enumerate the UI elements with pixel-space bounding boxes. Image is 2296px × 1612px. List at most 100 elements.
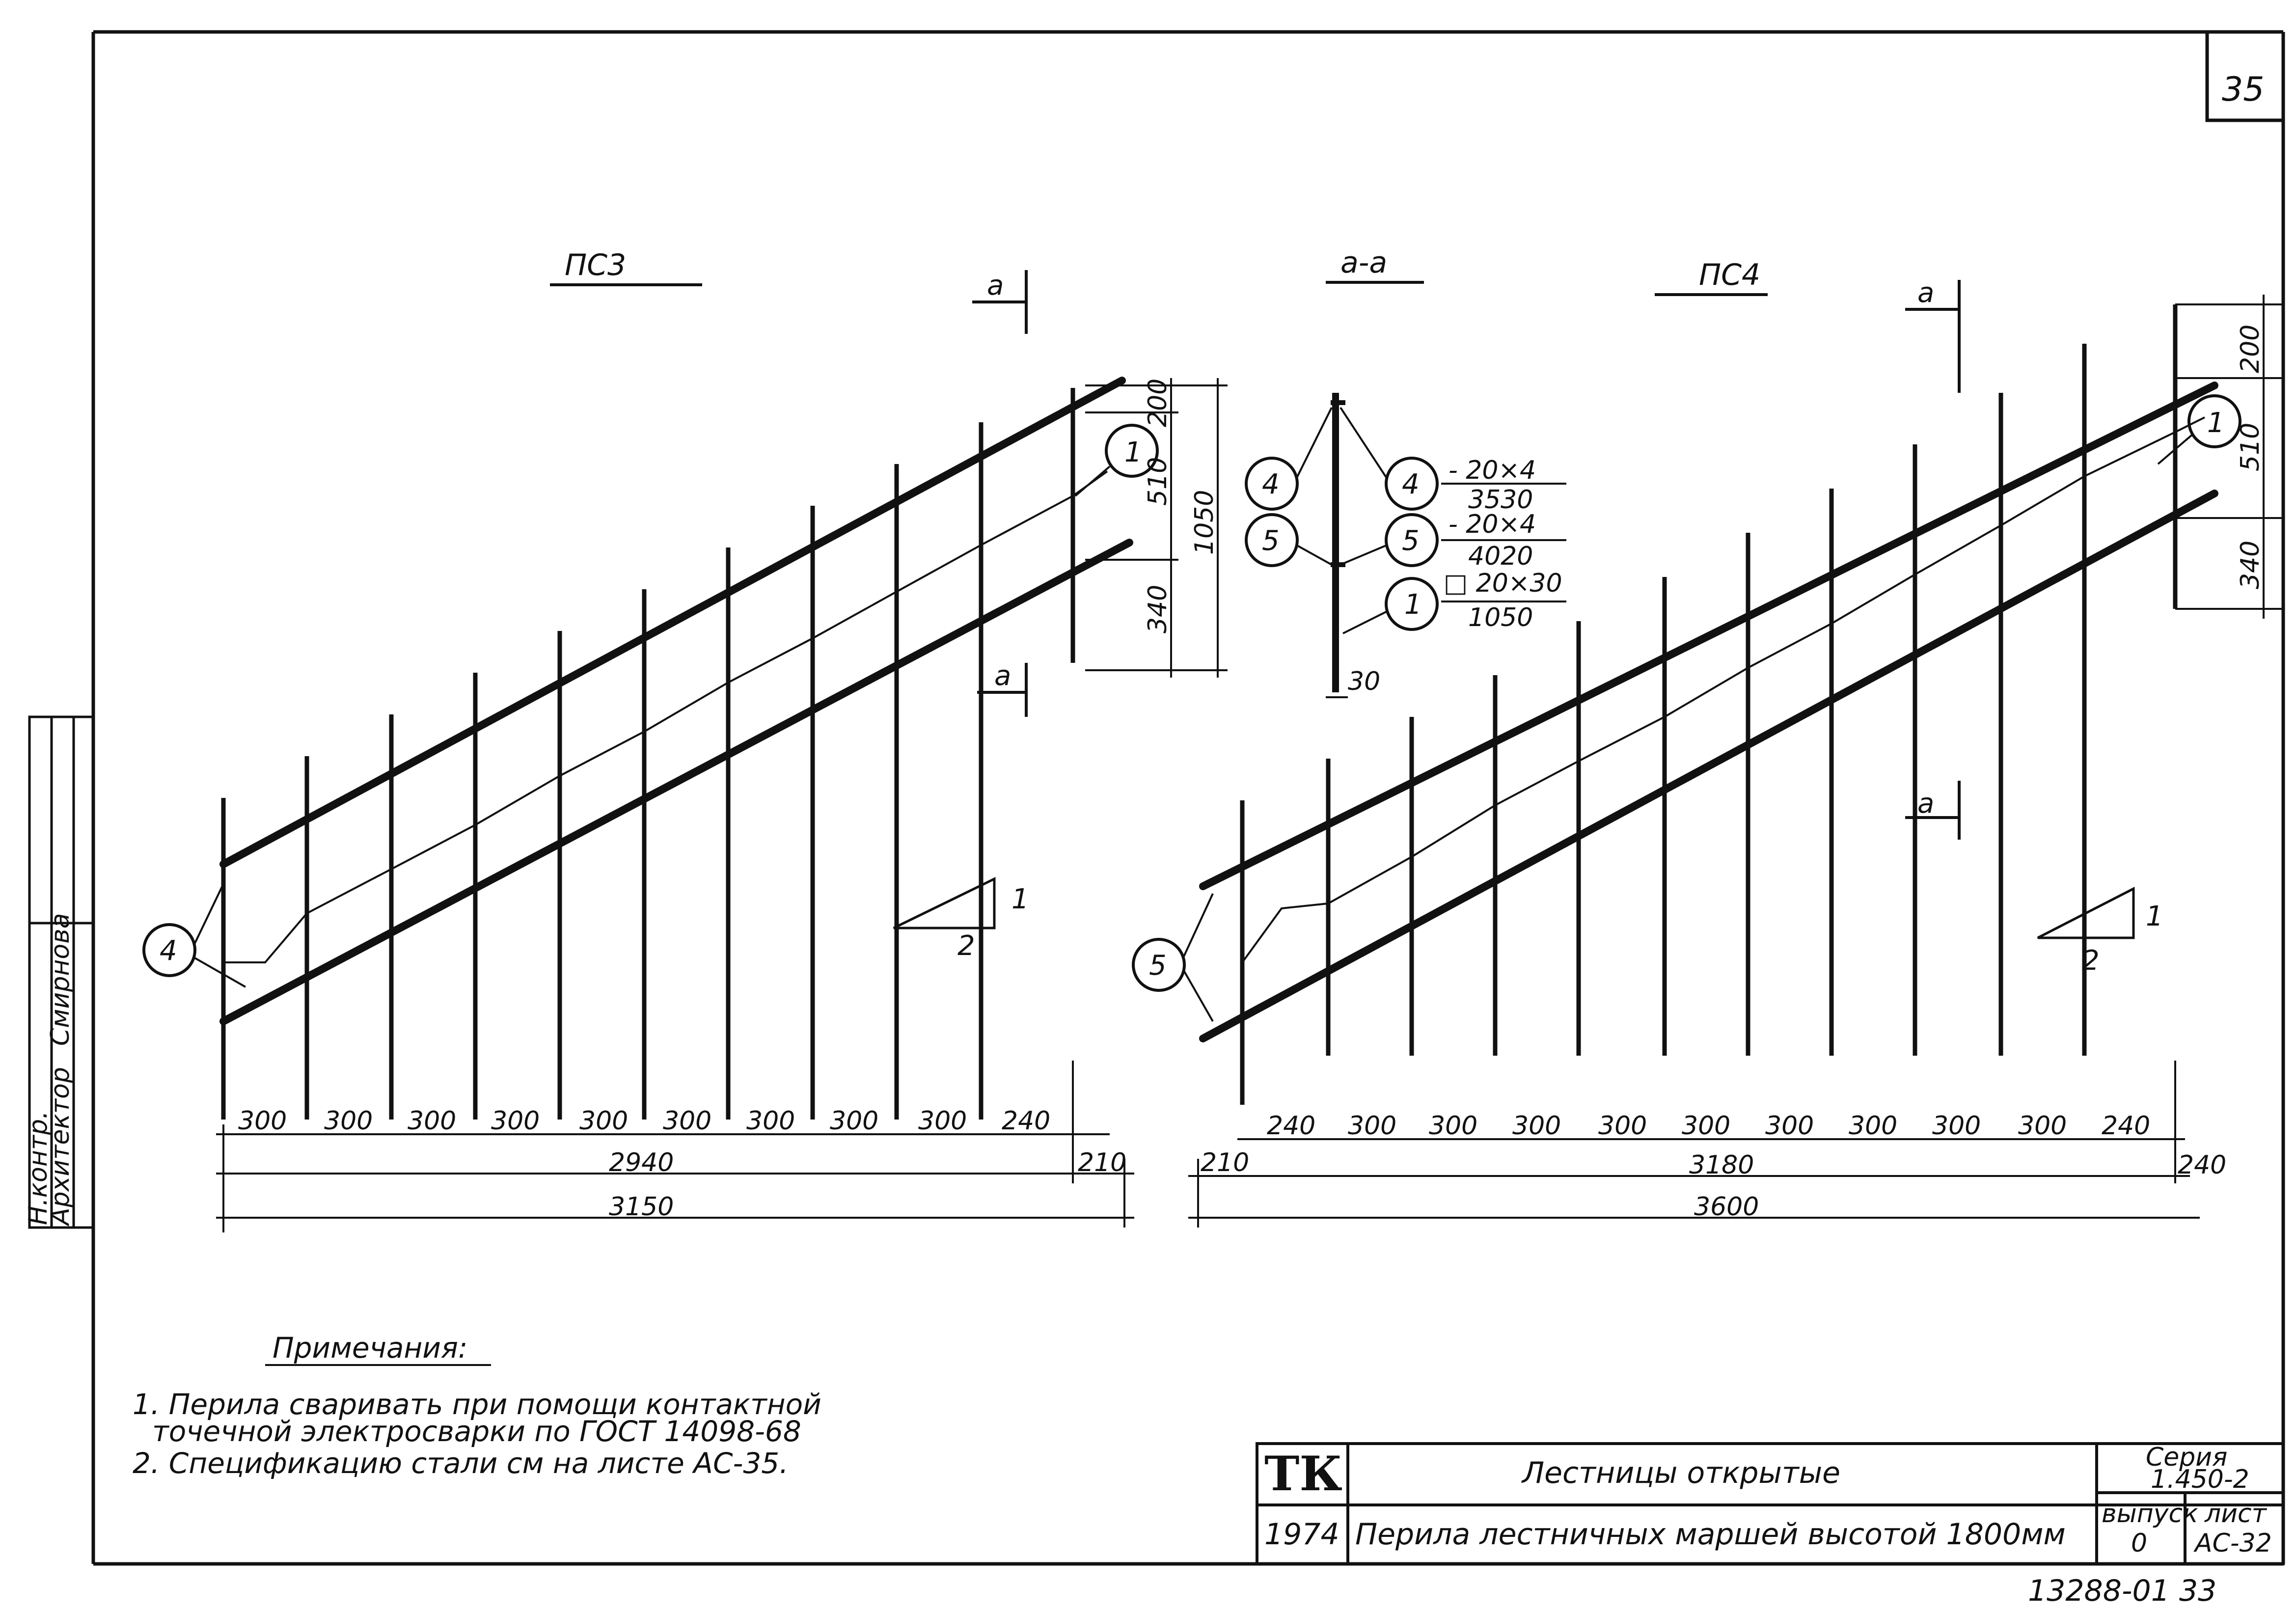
- svg-text:300: 300: [579, 1106, 628, 1136]
- svg-text:300: 300: [238, 1106, 287, 1136]
- ps3-rails: [219, 377, 1133, 1025]
- section-callout-4: 4 - 20×4 3530: [1339, 407, 1566, 515]
- svg-text:300: 300: [1429, 1111, 1477, 1141]
- ps4-total-inner: 3180: [1689, 1150, 1754, 1180]
- ps4-total-overall: 3600: [1694, 1192, 1759, 1222]
- svg-text:1: 1: [2146, 901, 2163, 932]
- inventory-number: 13288-01 33: [2028, 1574, 2216, 1608]
- svg-text:300: 300: [491, 1106, 540, 1136]
- svg-text:1: 1: [2207, 407, 2225, 439]
- svg-text:300: 300: [1682, 1111, 1730, 1141]
- ps3-posts: [221, 388, 1075, 1120]
- svg-text:- 20×4: - 20×4: [1449, 510, 1536, 539]
- ps3-callout: 4: [142, 883, 246, 988]
- svg-text:300: 300: [324, 1106, 373, 1136]
- svg-text:5: 5: [1402, 525, 1420, 557]
- section-callout-5: 5 - 20×4 4020: [1340, 510, 1566, 571]
- side-stamp-name: Смирнова: [46, 913, 75, 1046]
- ps3-h-510: 510: [1143, 457, 1173, 506]
- side-stamp-control: Н.контр.: [24, 1111, 53, 1225]
- view-ps3-title: ПС3: [565, 248, 626, 282]
- ps4-slope-triangle: 1 2: [2037, 886, 2163, 977]
- view-ps4-title: ПС4: [1699, 258, 1760, 292]
- sheet-frame: [91, 30, 2285, 1566]
- issue-label: выпуск: [2102, 1499, 2198, 1529]
- svg-text:□ 20×30: □ 20×30: [1444, 569, 1562, 598]
- svg-text:1: 1: [1404, 589, 1422, 621]
- ps4-bottom-dims: [1188, 1061, 2200, 1228]
- ps3-total-inner: 2940: [609, 1148, 674, 1177]
- side-stamp: [28, 715, 95, 1229]
- title-logo: ТК: [1264, 1446, 1342, 1502]
- svg-text:300: 300: [1598, 1111, 1647, 1141]
- ps4-callout: 5: [1132, 893, 1214, 1022]
- notes: Примечания: 1. Перила сваривать при помо…: [133, 1331, 821, 1480]
- svg-text:300: 300: [746, 1106, 795, 1136]
- svg-text:300: 300: [918, 1106, 967, 1136]
- ps4-start-offset: 210: [1201, 1148, 1249, 1177]
- svg-text:5: 5: [1149, 950, 1167, 982]
- svg-text:4: 4: [160, 935, 177, 967]
- section-mark-top-right: а: [1917, 277, 1934, 309]
- ps4-h-340: 340: [2236, 541, 2265, 589]
- sheet-number: 35: [2222, 70, 2265, 109]
- section-mark-bottom-right: а: [1917, 788, 1934, 820]
- series-value: 1.450-2: [2151, 1465, 2249, 1494]
- side-stamp-role: Архитектор: [46, 1067, 75, 1227]
- svg-text:3530: 3530: [1468, 485, 1533, 515]
- note-line-1: 1. Перила сваривать при помощи контактно…: [133, 1388, 821, 1421]
- ps4-rails: [1199, 382, 2218, 1042]
- section-title: а-а: [1340, 246, 1387, 280]
- ps4-height-dims: [2175, 295, 2283, 619]
- ps4-h-200: 200: [2236, 325, 2265, 373]
- ps3-spacing-labels: 300 300 300 300 300 300 300 300 300 240 …: [238, 1106, 1126, 1222]
- sheet-label: лист: [2204, 1499, 2268, 1529]
- svg-text:300: 300: [1849, 1111, 1897, 1141]
- svg-text:300: 300: [1348, 1111, 1396, 1141]
- ps3-end-offset: 210: [1078, 1148, 1126, 1177]
- svg-text:4020: 4020: [1468, 542, 1533, 571]
- section-mark-top-left: а: [987, 270, 1004, 301]
- svg-text:1: 1: [1124, 437, 1142, 468]
- svg-text:1: 1: [1011, 883, 1029, 915]
- sheet-value: АС-32: [2193, 1529, 2272, 1558]
- ps3-h-200: 200: [1143, 379, 1173, 427]
- svg-text:4: 4: [1402, 468, 1420, 500]
- title-block: ТК 1974 Лестницы открытые Перила лестнич…: [1256, 1442, 2285, 1565]
- section-a-a: а-а 4 5 4 - 20×4 3530 5 - 20×4 4020: [1245, 246, 1566, 698]
- ps3-height-dims: [1085, 378, 1228, 678]
- ps4-ref-callout: 1: [2157, 394, 2241, 465]
- svg-text:300: 300: [663, 1106, 711, 1136]
- svg-text:2: 2: [2082, 945, 2100, 977]
- ps3-bracing: [223, 470, 1108, 963]
- ps4-bracing: [1241, 416, 2205, 963]
- svg-text:2: 2: [957, 930, 975, 962]
- ps3-h-total: 1050: [1190, 490, 1219, 555]
- svg-text:300: 300: [408, 1106, 456, 1136]
- title-year: 1974: [1264, 1517, 1339, 1552]
- view-ps4: ПС4 а а 5: [1132, 258, 2283, 1228]
- section-callout-1: 1 □ 20×30 1050: [1342, 569, 1566, 634]
- svg-text:300: 300: [1765, 1111, 1814, 1141]
- ps4-h-510: 510: [2236, 423, 2265, 471]
- notes-heading: Примечания:: [273, 1331, 467, 1365]
- svg-text:5: 5: [1262, 525, 1280, 557]
- ps3-slope-triangle: 1 2: [893, 876, 1029, 962]
- series-label: Серия: [2146, 1443, 2227, 1472]
- svg-text:4: 4: [1262, 468, 1280, 500]
- svg-text:240: 240: [1002, 1106, 1050, 1136]
- ps3-h-340: 340: [1143, 585, 1173, 633]
- view-ps3: ПС3 а 4: [142, 248, 1228, 1232]
- title-subtitle: Перила лестничных маршей высотой 1800мм: [1355, 1517, 2066, 1552]
- svg-text:300: 300: [1512, 1111, 1561, 1141]
- svg-text:300: 300: [830, 1106, 878, 1136]
- svg-text:- 20×4: - 20×4: [1449, 456, 1536, 485]
- section-profile-width: 30: [1348, 667, 1380, 696]
- note-line-3: 2. Спецификацию стали см на листе АС-35.: [133, 1447, 789, 1480]
- note-line-2: точечной электросварки по ГОСТ 14098-68: [152, 1415, 801, 1448]
- svg-text:240: 240: [1267, 1111, 1315, 1141]
- ps4-spacing-labels: 240 300 300 300 300 300 300 300 300 300 …: [1201, 1111, 2226, 1222]
- title-main: Лестницы открытые: [1521, 1456, 1840, 1490]
- issue-value: 0: [2131, 1529, 2147, 1558]
